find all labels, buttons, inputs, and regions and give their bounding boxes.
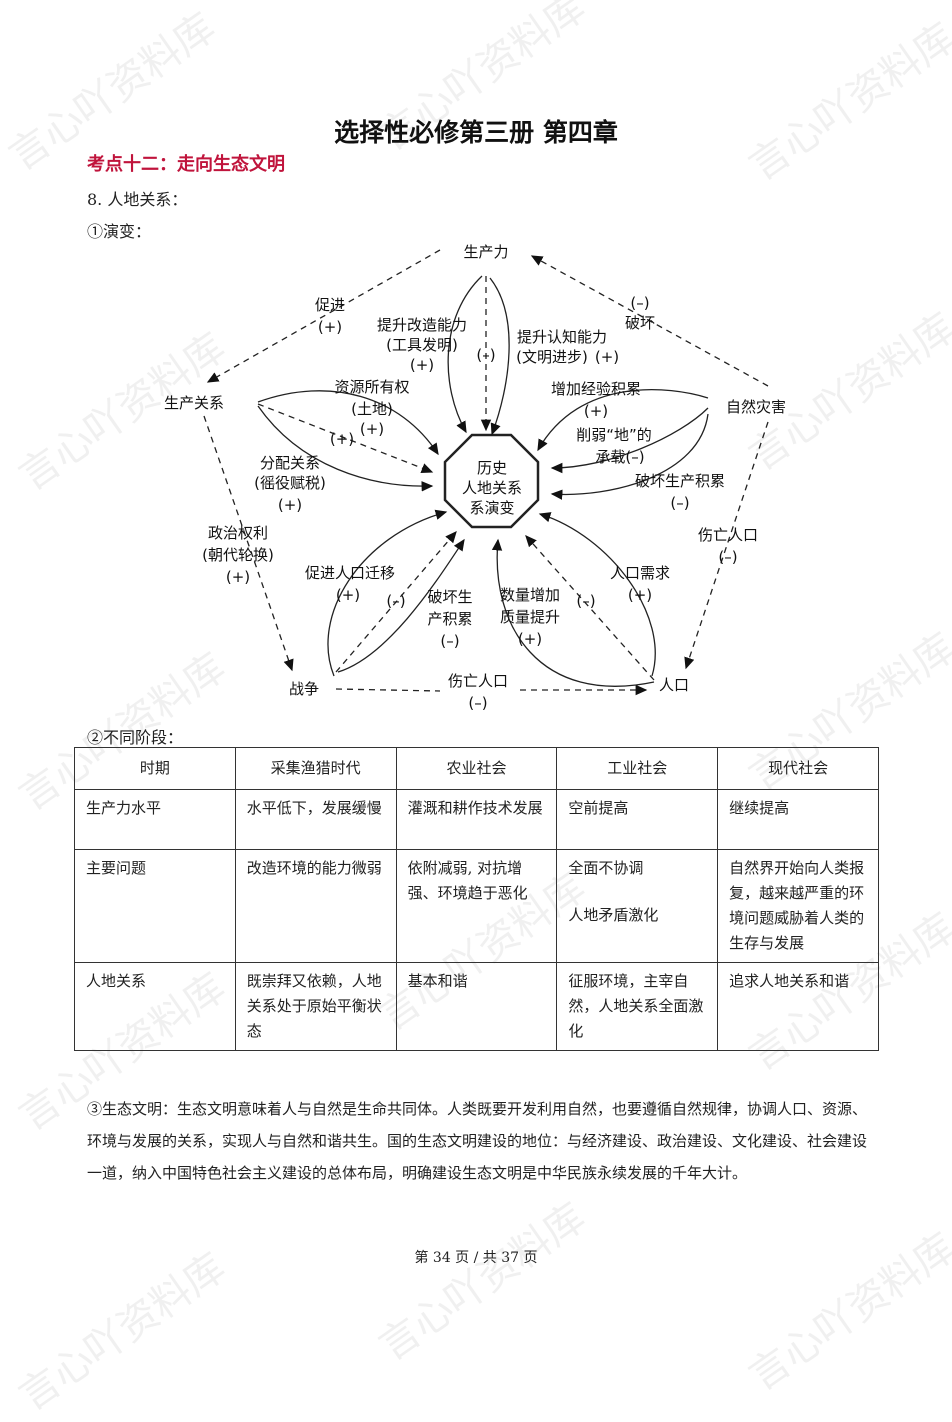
label-minus: (–) [576, 592, 595, 610]
table-header: 现代社会 [717, 747, 879, 790]
label-plus: (+) [336, 586, 360, 604]
label-improve-cognition: 提升认知能力 [517, 328, 607, 346]
label-destroy-production: 破坏生 [427, 588, 472, 606]
stages-table: 时期 采集渔猎时代 农业社会 工业社会 现代社会 生产力水平 水平低下，发展缓慢… [74, 747, 879, 1051]
table-header: 时期 [74, 747, 236, 790]
label-destroy-production-2: 产积累 [427, 610, 472, 628]
edge-relations-war [203, 415, 294, 672]
label-demand: 人口需求 [610, 564, 670, 582]
label-destroy-accum: 破坏生产积累 [635, 472, 725, 490]
watermark: 言心吖资料库 [740, 1224, 952, 1400]
label-plus: (+) [628, 586, 652, 604]
subheading-stages: ②不同阶段： [87, 728, 184, 747]
table-cell: 生产力水平 [74, 789, 236, 850]
edge-disaster-productivity [530, 255, 769, 387]
table-cell: 灌溉和耕作技术发展 [395, 789, 558, 850]
node-population: 人口 [659, 676, 689, 694]
table-cell: 既崇拜又依赖，人地关系处于原始平衡状态 [234, 962, 397, 1051]
table-cell: 改造环境的能力微弱 [234, 849, 397, 963]
label-improve-transform: 提升改造能力 [377, 316, 467, 334]
label-plus: (+) [595, 348, 619, 366]
label-improve-cognition-note: (文明进步) [516, 348, 588, 366]
label-political-note: (朝代轮换) [202, 546, 274, 564]
table-cell: 征服环境，主宰自然，人地关系全面激化 [556, 962, 719, 1051]
label-plus: (+) [360, 420, 384, 438]
label-destroy: 破坏 [625, 314, 655, 332]
label-improve-transform-note: (工具发明) [386, 336, 458, 354]
subheading-evolution: ①演变： [87, 222, 152, 241]
label-quality: 质量提升 [500, 608, 560, 626]
table-header: 采集渔猎时代 [234, 747, 397, 790]
label-minus: (–) [468, 694, 487, 712]
label-experience: 增加经验积累 [551, 380, 641, 398]
section-heading: 考点十二：走向生态文明 [87, 154, 285, 175]
label-plus: (+) [410, 356, 434, 374]
label-resource-ownership: 资源所有权 [334, 378, 409, 396]
table-header-row: 时期 采集渔猎时代 农业社会 工业社会 现代社会 [74, 747, 879, 790]
page-title: 选择性必修第三册 第四章 [334, 118, 618, 147]
item-heading: 8. 人地关系： [87, 190, 188, 209]
label-plus: (+) [278, 496, 302, 514]
table-cell: 继续提高 [717, 789, 879, 850]
center-line-2: 人地关系 [462, 479, 522, 497]
label-minus: (–) [718, 548, 737, 566]
label-distribution: 分配关系 [260, 454, 320, 472]
table-cell: 追求人地关系和谐 [717, 962, 879, 1051]
table-cell: 依附减弱, 对抗增强、环境趋于恶化 [395, 849, 558, 963]
label-minus: (–) [670, 494, 689, 512]
table-cell: 自然界开始向人类报复，越来越严重的环境问题威胁着人类的生存与发展 [717, 849, 879, 963]
label-minus: (–) [440, 632, 459, 650]
center-octagon [443, 433, 540, 529]
node-productivity: 生产力 [463, 243, 508, 261]
label-political: 政治权利 [208, 524, 268, 542]
center-line-3: 系演变 [469, 499, 514, 517]
table-row: 人地关系 既崇拜又依赖，人地关系处于原始平衡状态 基本和谐 征服环境，主宰自然，… [74, 962, 879, 1051]
table-cell: 主要问题 [74, 849, 236, 963]
node-relations: 生产关系 [164, 394, 224, 412]
table-row: 主要问题 改造环境的能力微弱 依附减弱, 对抗增强、环境趋于恶化 全面不协调 人… [74, 849, 879, 963]
label-casualty: 伤亡人口 [698, 526, 758, 544]
edge-disaster-population [684, 421, 769, 670]
table-cell: 全面不协调 人地矛盾激化 [556, 849, 719, 963]
label-minus: (–) [630, 294, 649, 312]
watermark: 言心吖资料库 [370, 1194, 594, 1370]
watermark: 言心吖资料库 [740, 14, 952, 190]
label-distribution-note: (徭役赋税) [254, 474, 326, 492]
edge-productivity-relations [206, 249, 441, 383]
table-cell: 基本和谐 [395, 962, 558, 1051]
label-resource-ownership-note: (土地) [351, 400, 393, 418]
ecological-civilization-paragraph: ③生态文明：生态文明意味着人与自然是生命共同体。人类既要开发利用自然，也要遵循自… [87, 1100, 868, 1182]
cell-line: 全面不协调 [568, 859, 644, 877]
node-disaster: 自然灾害 [726, 398, 786, 416]
label-migration: 促进人口迁移 [305, 564, 395, 582]
table-cell: 人地关系 [74, 962, 236, 1051]
label-minus: (–) [476, 346, 495, 364]
label-quantity: 数量增加 [500, 586, 560, 604]
table-cell: 空前提高 [556, 789, 719, 850]
label-casualty: 伤亡人口 [448, 672, 508, 690]
node-war: 战争 [289, 680, 319, 698]
edge-war-population-left [335, 688, 441, 692]
label-plus: (+) [318, 318, 342, 336]
label-weaken-note: 承载(–) [595, 448, 644, 466]
table-cell: 水平低下，发展缓慢 [234, 789, 397, 850]
label-plus: (+) [584, 402, 608, 420]
table-row: 生产力水平 水平低下，发展缓慢 灌溉和耕作技术发展 空前提高 继续提高 [74, 789, 879, 850]
label-plus: (+) [226, 568, 250, 586]
label-plus: (+) [518, 630, 542, 648]
human-land-relationship-diagram: 历史 人地关系 系演变 生产力 生产关系 自然灾害 战争 人口 促进 (+) (… [164, 243, 786, 712]
label-plus: (+) [330, 430, 354, 448]
center-line-1: 历史 [477, 459, 507, 477]
cell-line: 人地矛盾激化 [568, 906, 659, 924]
page-footer: 第 34 页 / 共 37 页 [414, 1250, 538, 1266]
table-header: 农业社会 [395, 747, 558, 790]
label-minus: (–) [386, 592, 405, 610]
label-promote: 促进 [315, 296, 345, 314]
table-header: 工业社会 [556, 747, 719, 790]
label-weaken: 削弱“地”的 [576, 426, 652, 444]
